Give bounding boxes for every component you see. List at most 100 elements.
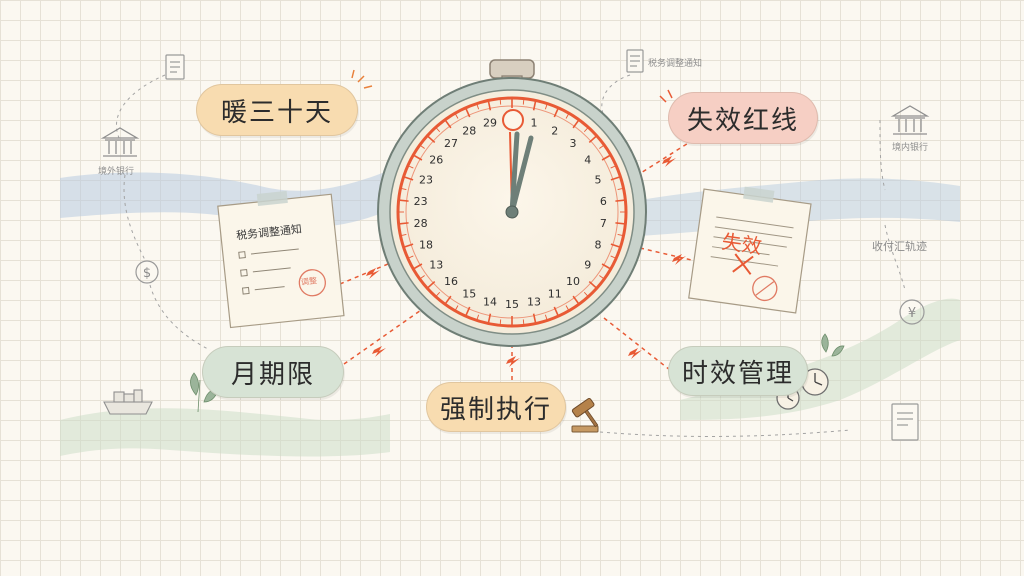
clock-number: 23	[419, 173, 433, 186]
clock-tick	[412, 263, 423, 270]
clock-tick	[565, 113, 570, 119]
clock-tick	[398, 199, 409, 202]
clock-tick	[487, 313, 492, 324]
clock-tick	[565, 305, 570, 311]
clock-tick	[403, 176, 414, 181]
clock-tick	[487, 100, 492, 111]
clock-number: 3	[570, 137, 577, 150]
clock-number: 7	[600, 217, 607, 230]
clock-tick	[572, 119, 580, 129]
note-right-stamp: 失效	[720, 229, 764, 259]
label-warm-thirty: 暖三十天	[196, 84, 358, 136]
bank-right-label: 境内银行	[892, 143, 929, 153]
clock-tick	[435, 291, 441, 298]
bank-icon	[100, 127, 140, 157]
clock-tick	[522, 319, 525, 326]
clock-tick	[398, 222, 409, 225]
clock-tick	[588, 135, 598, 144]
clock-tick	[601, 263, 612, 270]
label-month-limit: 月期限	[202, 346, 344, 398]
clock-tick	[464, 107, 471, 118]
cargo-ship-icon	[103, 389, 153, 415]
hand-pivot	[505, 205, 519, 219]
clock-tick	[617, 187, 624, 190]
bank-left-label: 境外银行	[98, 167, 135, 177]
clock-tick	[419, 144, 425, 149]
clock-tick	[544, 314, 548, 321]
clock-number: 13	[527, 295, 541, 308]
clock-number: 8	[595, 239, 602, 252]
clock-number: 1	[531, 117, 538, 130]
clock-tick	[444, 295, 452, 305]
clock-number: 6	[600, 195, 607, 208]
clock-tick	[407, 165, 414, 169]
clock-tick	[476, 314, 480, 321]
svg-text:$: $	[143, 266, 151, 281]
clock-number: 4	[584, 154, 591, 167]
document-icon	[891, 403, 919, 441]
clock-number: 10	[566, 275, 580, 288]
clock-number: 16	[444, 275, 458, 288]
clock-tick	[412, 154, 423, 161]
clock-tick	[400, 187, 407, 190]
clock-tick	[426, 135, 436, 144]
clock-number: 23	[414, 195, 428, 208]
clock-number: 28	[414, 217, 428, 230]
clock-tick	[583, 291, 589, 298]
clock-tick	[532, 313, 537, 324]
clock-tick	[407, 255, 414, 259]
clock-tick	[615, 222, 626, 225]
note-left-stamp: 调整	[300, 276, 318, 287]
leaf-icon	[821, 333, 845, 357]
clock-tick	[599, 275, 605, 280]
green-wash-left	[60, 408, 390, 457]
clock-number: 26	[429, 154, 443, 167]
clock-tick	[464, 306, 471, 317]
bank-icon	[890, 105, 930, 135]
clock-tick	[419, 275, 425, 280]
clock-number: 15	[462, 287, 476, 300]
svg-text:¥: ¥	[908, 306, 916, 321]
clock-tick	[532, 100, 537, 111]
label-enforcement: 强制执行	[426, 382, 566, 432]
document-icon	[165, 54, 185, 80]
clock-tick	[617, 234, 624, 237]
label-expiry-redline: 失效红线	[668, 92, 818, 144]
flow-lines	[116, 74, 906, 437]
clock-tick	[476, 103, 480, 110]
clock-tick	[615, 199, 626, 202]
label-time-management: 时效管理	[668, 346, 808, 396]
dollar-coin-icon: $	[135, 260, 159, 284]
clock-number: 2	[551, 125, 558, 138]
minute-hand	[509, 135, 534, 215]
clock-tick	[583, 126, 589, 133]
clock-number: 18	[419, 239, 433, 252]
clock-tick	[499, 319, 502, 326]
top-notice-label: 税务调整通知	[648, 59, 703, 69]
remit-track-label: 收付汇轨迹	[872, 240, 927, 253]
clock-tick	[610, 176, 621, 181]
note-card-left	[217, 190, 345, 329]
clock-number: 14	[483, 295, 497, 308]
spark-marks	[659, 89, 673, 103]
clock-tick	[599, 144, 605, 149]
clock-tick	[435, 126, 441, 133]
clock-tick	[454, 305, 459, 311]
clock-number: 9	[584, 258, 591, 271]
clock-number: 15	[505, 298, 519, 311]
clock-number: 11	[548, 287, 562, 300]
clock-tick	[553, 107, 560, 118]
clock-tick	[610, 165, 617, 169]
clock-tick	[610, 255, 617, 259]
clock-number: 5	[595, 173, 602, 186]
clock-tick	[400, 234, 407, 237]
note-card-right	[688, 186, 812, 314]
clock-number: 13	[429, 258, 443, 271]
spark-marks	[351, 69, 373, 89]
document-icon	[626, 49, 644, 73]
clock-tick	[426, 280, 436, 289]
clock-ticks	[398, 98, 626, 326]
gavel-icon	[571, 397, 599, 433]
